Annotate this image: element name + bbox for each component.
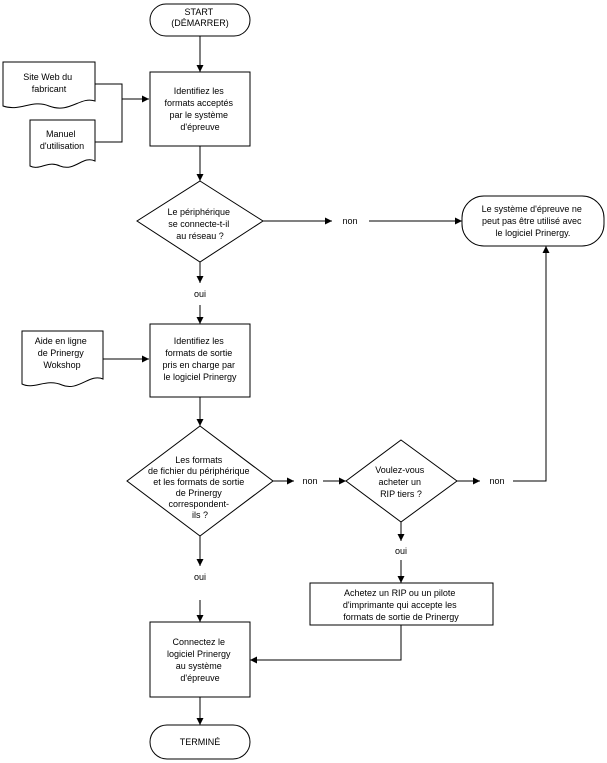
svg-text:Le périphérique se conne: Le périphérique se connecte-t-il au rése… (167, 207, 232, 241)
decision-buy-rip: Voulez-vous acheter un RIP tiers ? (345, 439, 458, 523)
label-rip-no: non (489, 476, 504, 486)
svg-text:Manuel d'utilisation: Manuel d'utilisation (40, 129, 84, 151)
label-rip-yes: oui (395, 546, 407, 556)
decision-formats-match: Les formats de fichier du périphérique e… (126, 425, 274, 537)
connectors (95, 36, 550, 725)
svg-text:Aide en ligne de Prinerg: Aide en ligne de Prinergy Wokshop (35, 336, 90, 370)
svg-text:Site Web du fabricant: Site Web du fabricant (23, 72, 74, 94)
svg-text:Identifiez les formats a: Identifiez les formats acceptés par le s… (164, 86, 235, 132)
svg-text:Le système d'épreuve ne: Le système d'épreuve ne peut pas être ut… (482, 204, 585, 238)
label-network-yes: oui (194, 289, 206, 299)
doc-manufacturer-website: Site Web du fabricant (2, 61, 96, 109)
svg-text:Identifiez les formats d: Identifiez les formats de sortie pris en… (162, 336, 237, 382)
svg-text:Connectez le logiciel Pr: Connectez le logiciel Prinergy au systèm… (167, 637, 233, 683)
result-not-usable: Le système d'épreuve ne peut pas être ut… (461, 195, 605, 247)
node-identify-output: Identifiez les formats de sortie pris en… (149, 323, 251, 398)
decision-network: Le périphérique se connecte-t-il au rése… (136, 180, 264, 263)
node-start-text: START (DÉMARRER) (171, 7, 229, 28)
label-network-no: non (342, 216, 357, 226)
edge-rip-no-b (513, 246, 550, 482)
node-identify-formats: Identifiez les formats acceptés par le s… (149, 71, 251, 147)
label-match-no: non (302, 476, 317, 486)
edge-website-join (95, 83, 123, 99)
svg-text:Les formats de fichier d: Les formats de fichier du périphérique e… (148, 455, 252, 520)
svg-text:Voulez-vous acheter un: Voulez-vous acheter un RIP tiers ? (375, 465, 427, 499)
doc-user-manual: Manuel d'utilisation (29, 119, 96, 168)
edge-manual-join (95, 99, 123, 143)
edge-buy-to-connect (250, 625, 402, 664)
node-end: TERMINÉ (149, 724, 251, 760)
svg-text:TERMINÉ: TERMINÉ (180, 737, 221, 747)
node-buy-rip: Achetez un RIP ou un pilote d'imprimante… (309, 582, 494, 626)
label-match-yes: oui (194, 572, 206, 582)
node-start: START (DÉMARRER) (149, 3, 251, 37)
svg-text:Achetez un RIP ou un pilote: Achetez un RIP ou un pilote d'imprimante… (343, 588, 459, 622)
node-connect: Connectez le logiciel Prinergy au systèm… (149, 621, 251, 698)
doc-online-help: Aide en ligne de Prinergy Wokshop (21, 330, 104, 388)
